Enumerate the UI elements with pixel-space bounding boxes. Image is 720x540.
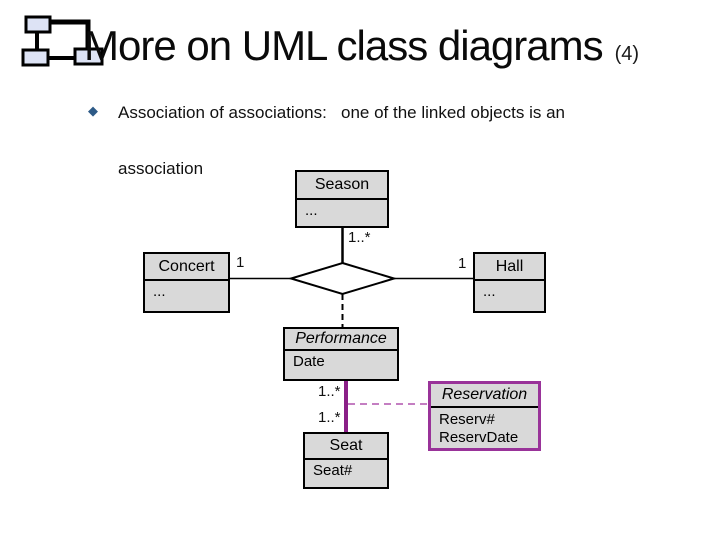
class-name-reservation: Reservation <box>431 384 538 408</box>
slide-number: (4) <box>614 43 640 65</box>
page-title: More on UML class diagrams <box>84 22 604 69</box>
diamond-bullet-icon: ◆ <box>88 103 98 118</box>
bullet-line-1: Association of associations: one of the … <box>118 103 565 122</box>
class-box-concert: Concert ... <box>143 252 230 313</box>
class-box-hall: Hall ... <box>473 252 546 313</box>
class-attrs-seat: Seat# <box>313 462 353 479</box>
class-attrs-concert: ... <box>153 283 166 300</box>
reservation-attr-1: Reserv# <box>439 411 495 428</box>
class-attrs-hall: ... <box>483 283 496 300</box>
title-row: More on UML class diagrams (4) <box>84 20 639 72</box>
reservation-attr-2: ReservDate <box>439 429 519 446</box>
bullet-line-2: association <box>118 159 204 178</box>
association-diamond <box>287 261 398 296</box>
bullet-text: Association of associations: one of the … <box>118 99 678 183</box>
class-box-seat: Seat Seat# <box>303 432 389 489</box>
linked-boxes-logo-icon <box>21 15 104 67</box>
class-box-reservation: Reservation Reserv# ReservDate <box>428 381 541 451</box>
class-attrs-reservation: Reserv# ReservDate <box>431 408 538 447</box>
multiplicity-concert: 1 <box>236 254 245 271</box>
multiplicity-performance: 1..* <box>318 383 341 400</box>
class-attrs-performance: Date <box>293 353 325 370</box>
multiplicity-season: 1..* <box>348 229 371 246</box>
class-attrs-season: ... <box>305 202 318 219</box>
class-name-seat: Seat <box>305 434 387 460</box>
class-name-performance: Performance <box>285 329 397 351</box>
class-box-performance: Performance Date <box>283 327 399 381</box>
class-name-concert: Concert <box>145 254 228 281</box>
class-name-season: Season <box>297 172 387 200</box>
multiplicity-hall: 1 <box>458 255 467 272</box>
multiplicity-seat: 1..* <box>318 409 341 426</box>
class-name-hall: Hall <box>475 254 544 281</box>
class-box-season: Season ... <box>295 170 389 228</box>
